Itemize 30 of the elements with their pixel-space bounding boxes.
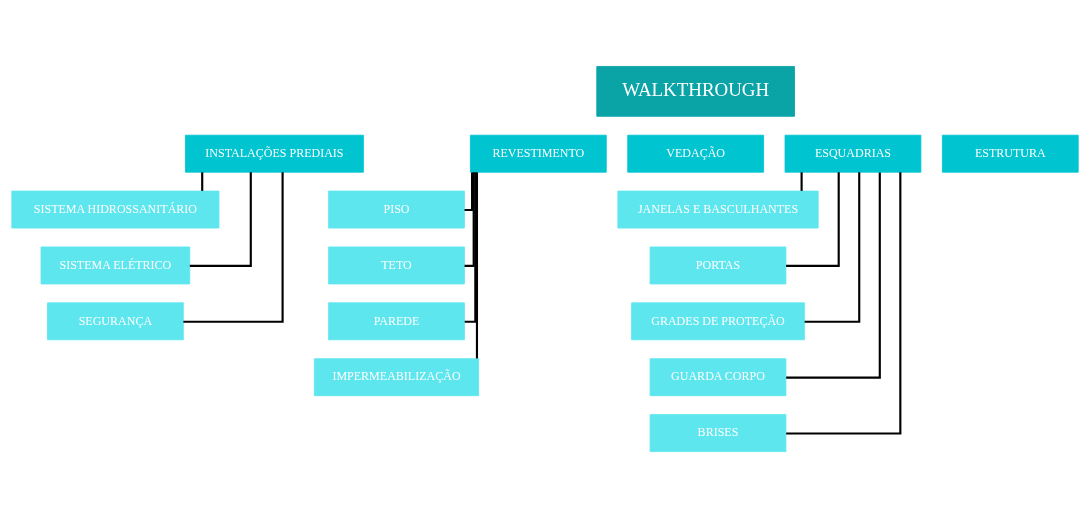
node-box: REVESTIMENTO <box>470 134 607 173</box>
connector <box>786 172 840 267</box>
node-box: GUARDA CORPO <box>649 358 787 397</box>
node-box: IMPERMEABILIZAÇÃO <box>313 358 479 397</box>
connector <box>804 172 861 323</box>
node-box: PAREDE <box>328 302 465 341</box>
connector <box>464 172 477 323</box>
connector <box>183 172 284 323</box>
connector <box>464 172 475 267</box>
connector <box>475 172 479 359</box>
node-box: ESTRUTURA <box>941 134 1079 173</box>
node-box: WALKTHROUGH <box>596 66 795 117</box>
connector <box>201 172 204 191</box>
connector <box>189 172 252 267</box>
node-box: TETO <box>328 246 465 285</box>
node-box: SISTEMA ELÉTRICO <box>40 246 191 285</box>
node-box: VEDAÇÃO <box>627 134 764 173</box>
node-box: SEGURANÇA <box>47 302 184 341</box>
node-box: INSTALAÇÕES PREDIAIS <box>185 134 364 173</box>
node-box: BRISES <box>649 414 787 452</box>
node-box: SISTEMA HIDROSSANITÁRIO <box>11 190 220 229</box>
connector <box>800 172 803 191</box>
node-box: ESQUADRIAS <box>784 134 922 173</box>
node-box: JANELAS E BASCULHANTES <box>617 190 819 229</box>
node-box: PISO <box>328 190 465 229</box>
node-box: GRADES DE PROTEÇÃO <box>631 302 805 341</box>
connector <box>464 172 474 212</box>
connector <box>786 172 902 435</box>
node-box: PORTAS <box>649 246 787 285</box>
connector <box>786 172 881 379</box>
